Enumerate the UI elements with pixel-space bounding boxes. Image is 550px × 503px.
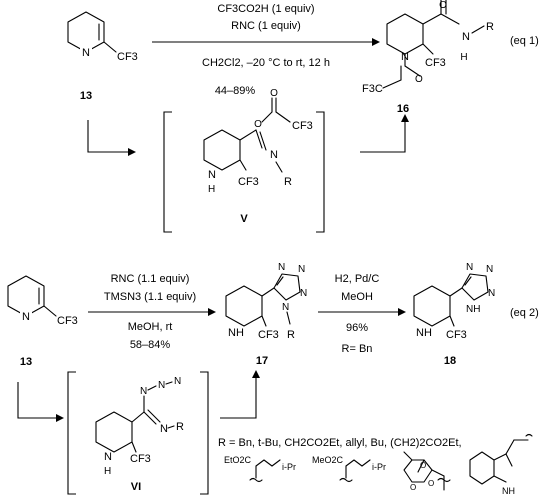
compound-label-13: 13	[80, 90, 92, 102]
eq1-scheme: N CF3 13 CF3CO2H (1 equiv) RNC (1 equiv)…	[67, 0, 539, 233]
meo2c-label: MeO2C	[312, 455, 344, 465]
compound-label-16: 16	[397, 103, 409, 115]
ring-h-VI: H	[104, 466, 111, 477]
amide-h: H	[460, 52, 467, 63]
reagent-rnc: RNC (1 equiv)	[231, 20, 301, 32]
ipr-label-1: i-Pr	[282, 462, 296, 472]
ring-nh-18: NH	[416, 327, 432, 339]
product-16: O N H R CF3 N O F3C	[362, 0, 494, 95]
eto2c-label: EtO2C	[224, 455, 252, 465]
atom-o-tfa: O	[415, 74, 423, 85]
imidate-n: N	[270, 149, 278, 161]
r-group-ester-ipr-2: MeO2C i-Pr	[312, 455, 386, 483]
r-groups-line: R = Bn, t-Bu, CH2CO2Et, allyl, Bu, (CH2)…	[218, 437, 462, 449]
imidoyl-r: R	[176, 421, 184, 433]
cf3-intermediate-V: CF3	[238, 176, 259, 188]
tetrazole-18: N N N NH CF3 NH	[413, 262, 495, 341]
tetrazole-n4: N	[282, 302, 289, 313]
ring-nh-17: NH	[228, 327, 244, 339]
mechanism-arrow-in-eq2	[17, 382, 56, 419]
atom-n: N	[22, 311, 30, 323]
azide-n1: N	[140, 386, 147, 397]
azide-n2: N	[158, 380, 165, 391]
bracket-right-VI	[200, 371, 209, 495]
bracket-left-VI	[67, 371, 76, 495]
tetrazole-r: R	[287, 329, 295, 341]
step2-note: R= Bn	[342, 343, 373, 355]
equation-tag-eq1: (eq 1)	[510, 35, 539, 47]
intermediate-label-V: V	[240, 213, 248, 225]
conditions-eq1: CH2Cl2, –20 °C to rt, 12 h	[202, 57, 330, 69]
imidate-r: R	[284, 176, 292, 188]
atom-o-amide: O	[439, 0, 447, 11]
tetrazole-n2: N	[486, 264, 493, 275]
amide-nh: N	[462, 31, 470, 43]
step2-solvent: MeOH	[341, 291, 373, 303]
step2-reagent-h2: H2, Pd/C	[335, 273, 380, 285]
yield-eq2-step1: 58–84%	[130, 339, 171, 351]
intermediate-V: O O CF3 N R CF3 N H	[203, 88, 313, 195]
ring-n-VI: N	[104, 451, 112, 463]
reagent-tmsn3: TMSN3 (1.1 equiv)	[104, 291, 196, 303]
r-group-indolylethyl: NH	[469, 433, 533, 496]
mechanism-arrow-out-eq1	[360, 122, 406, 153]
reagent-rnc-eq2: RNC (1.1 equiv)	[111, 273, 190, 285]
imidoyl-n: N	[160, 423, 168, 435]
imine-13-bottom: N CF3	[7, 275, 78, 327]
tetrazole-nh: NH	[466, 304, 480, 315]
r-group-sugar-acetal: O O O	[403, 451, 451, 492]
cf3-group: CF3	[117, 51, 138, 63]
indole-nh: NH	[502, 486, 515, 496]
f3c-group: F3C	[362, 83, 383, 95]
compound-label-13b: 13	[20, 356, 32, 368]
intermediate-VI: N N N N R CF3 N H	[95, 376, 184, 477]
solvent-eq2: MeOH, rt	[128, 321, 173, 333]
mechanism-arrow-in-eq1	[87, 120, 128, 153]
atom-n: N	[82, 47, 90, 59]
eq2-scheme: N CF3 13 RNC (1.1 equiv) TMSN3 (1.1 equi…	[7, 262, 539, 496]
cf3-17: CF3	[258, 329, 279, 341]
bracket-right-V	[316, 111, 325, 233]
cf3-product16: CF3	[425, 57, 446, 69]
step2-yield: 96%	[346, 322, 368, 334]
bracket-left-V	[163, 111, 172, 233]
ring-h-V: H	[208, 184, 215, 195]
tetrazole-n3: N	[488, 288, 495, 299]
tetrazole-17: N N N N R CF3 NH	[225, 262, 307, 341]
reagent-cf3co2h: CF3CO2H (1 equiv)	[217, 3, 314, 15]
tetrazole-n2: N	[298, 264, 305, 275]
cf3-18: CF3	[446, 329, 467, 341]
ring-n-V: N	[208, 169, 216, 181]
cf3-group: CF3	[57, 315, 78, 327]
r-group-ester-ipr-1: EtO2C i-Pr	[224, 455, 296, 483]
tetrazole-n3: N	[300, 288, 307, 299]
cf3-VI: CF3	[130, 453, 151, 465]
atom-o-carbonyl: O	[270, 88, 278, 99]
cf3-ester: CF3	[292, 120, 313, 132]
acetal-o1: O	[420, 461, 426, 470]
yield-eq1: 44–89%	[215, 85, 256, 97]
tetrazole-n1: N	[466, 262, 473, 273]
equation-tag-eq2: (eq 2)	[510, 307, 539, 319]
compound-label-17: 17	[256, 355, 268, 367]
intermediate-label-VI: VI	[131, 481, 141, 493]
acetal-o3: O	[428, 479, 434, 488]
azide-n3: N	[174, 376, 181, 387]
ring-n-16: N	[401, 51, 409, 63]
compound-label-18: 18	[444, 355, 456, 367]
amide-r: R	[486, 21, 494, 33]
mechanism-arrow-out-eq2	[220, 378, 257, 419]
tetrazole-n1: N	[278, 262, 285, 273]
ipr-label-2: i-Pr	[372, 462, 386, 472]
acetal-o2: O	[410, 483, 416, 492]
atom-o-ester: O	[254, 119, 262, 130]
imine-13-top: N CF3	[67, 11, 138, 63]
